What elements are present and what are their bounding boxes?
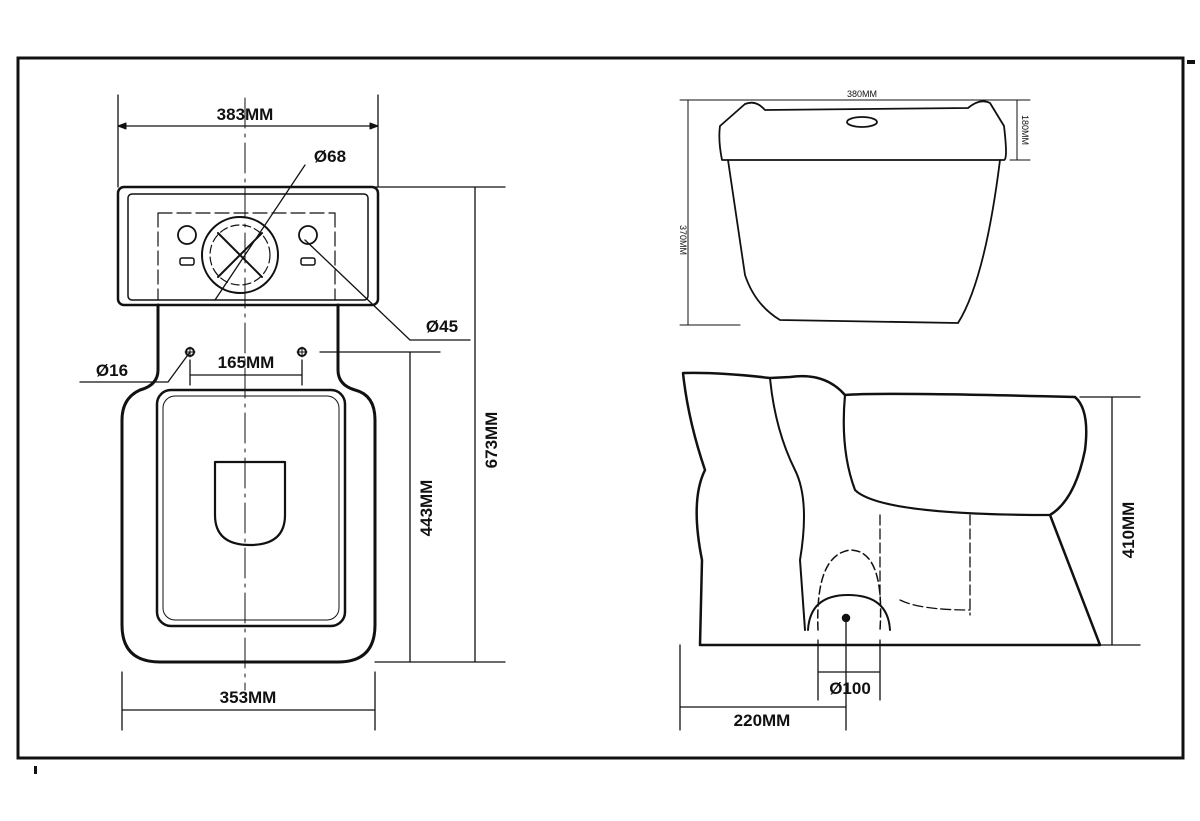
cistern-lid [718, 100, 1007, 161]
frame-mark [34, 766, 37, 774]
dim-outlet-diameter-side: Ø100 [829, 679, 871, 698]
dim-outlet-diameter: Ø68 [314, 147, 346, 166]
dim-width-top: 383MM [217, 105, 274, 124]
dim-bowl-length: 443MM [417, 480, 436, 537]
cistern-outline [116, 185, 380, 307]
dim-pan-height: 410MM [1119, 502, 1138, 559]
bowl-outline [120, 303, 377, 664]
dim-outlet-distance: 220MM [734, 711, 791, 730]
dim-total-length: 673MM [482, 412, 501, 469]
frame-mark [1187, 60, 1195, 64]
plan-view [79, 94, 506, 731]
cistern-front-view [679, 99, 1031, 326]
dim-cistern-width: 380MM [847, 89, 877, 99]
outlet-circle [201, 216, 279, 294]
pan-outline [681, 371, 1102, 647]
side-view [679, 371, 1141, 731]
dim-fixing-diameter: Ø16 [96, 361, 128, 380]
dim-button-diameter: Ø45 [426, 317, 458, 336]
dim-width-bottom: 353MM [220, 688, 277, 707]
cistern-body [727, 159, 1001, 324]
dim-cistern-height: 370MM [678, 225, 688, 255]
drawing-frame [16, 56, 1185, 760]
dim-fixing-spacing: 165MM [218, 353, 275, 372]
seat-outline [155, 388, 347, 628]
dim-lid-height: 180MM [1020, 115, 1030, 145]
bowl-opening [213, 460, 287, 547]
